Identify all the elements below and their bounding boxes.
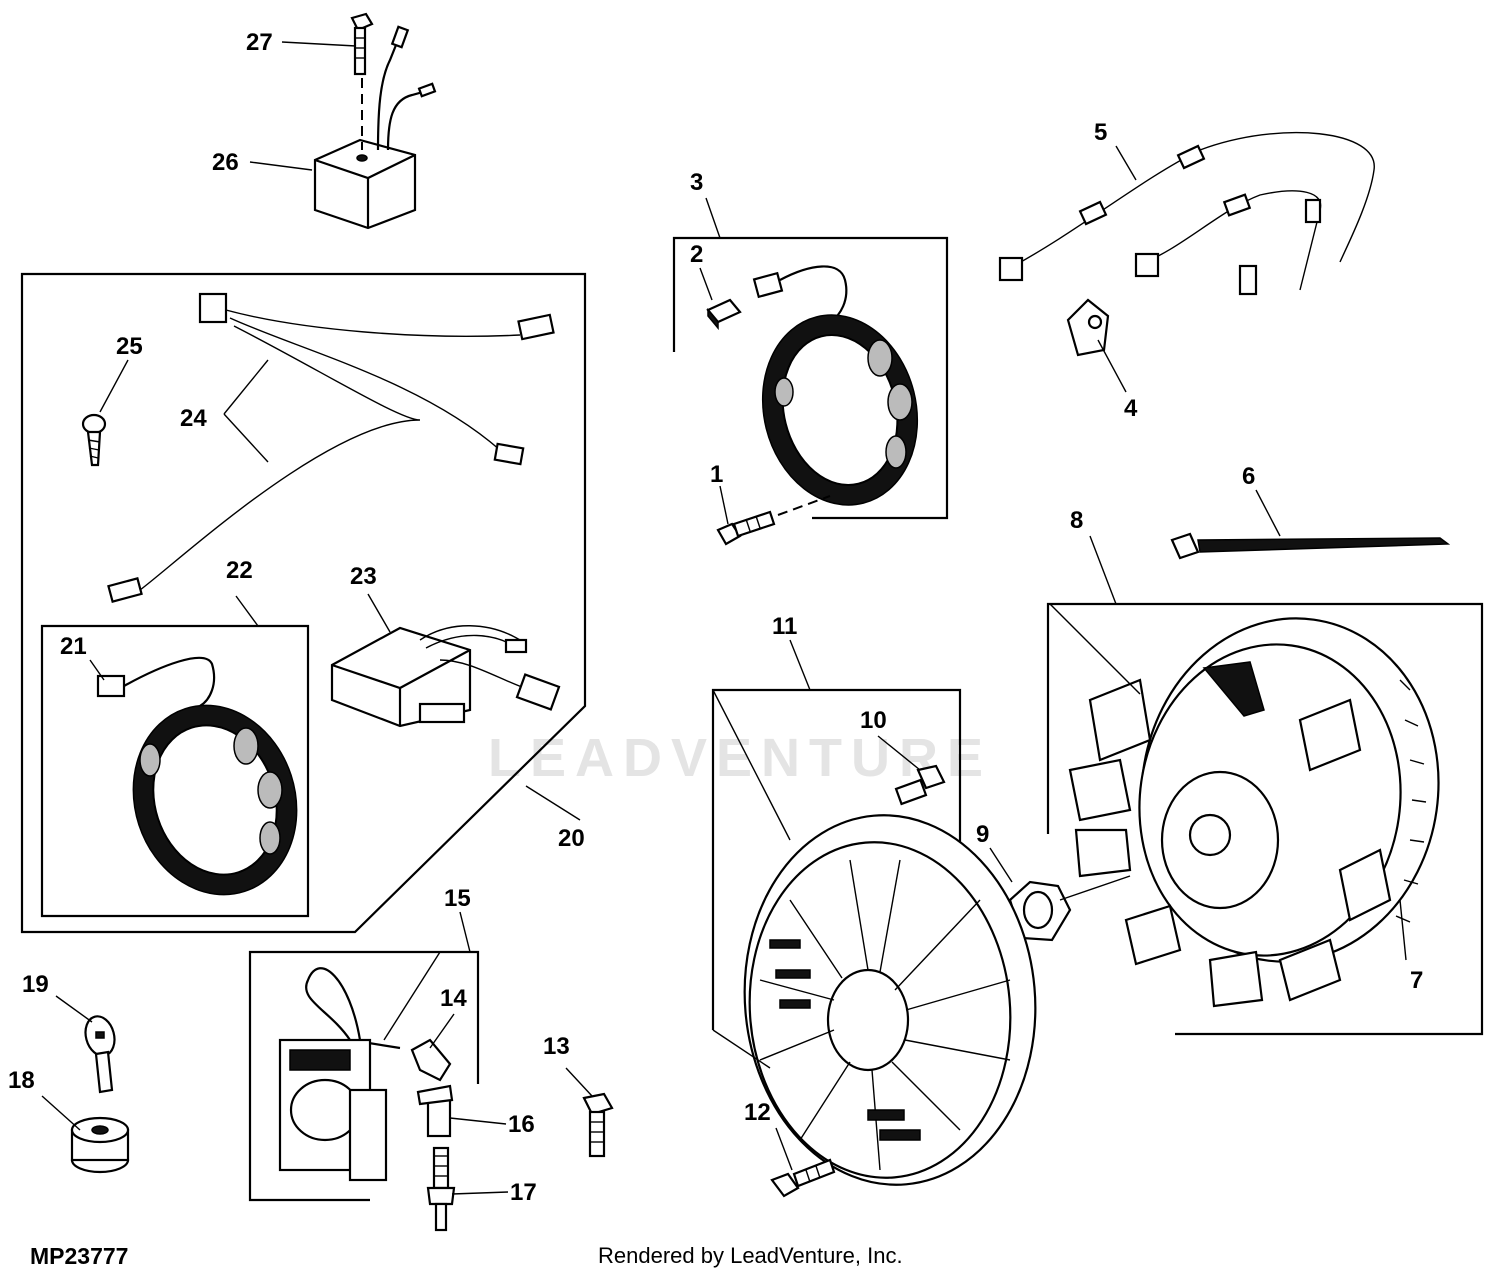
figure-code: MP23777 xyxy=(30,1243,129,1269)
boot-part-14[interactable] xyxy=(410,1038,452,1082)
callout-26: 26 xyxy=(212,149,239,176)
credit-text: Rendered by LeadVenture, Inc. xyxy=(598,1243,903,1268)
regulator-part-23[interactable] xyxy=(330,625,561,728)
flywheel-part-7[interactable] xyxy=(1068,599,1460,1008)
callout-19: 19 xyxy=(22,971,49,998)
callout-3: 3 xyxy=(690,169,703,196)
inner-box-22 xyxy=(40,624,310,918)
key-part-19[interactable] xyxy=(81,1013,118,1094)
bolt-part-10[interactable] xyxy=(894,764,946,806)
callout-17: 17 xyxy=(510,1179,537,1206)
callout-27: 27 xyxy=(246,29,273,56)
callout-21: 21 xyxy=(60,633,87,660)
rectifier-block-part-26[interactable] xyxy=(313,25,437,230)
callout-24: 24 xyxy=(180,405,207,432)
callout-4: 4 xyxy=(1124,395,1138,422)
callout-20: 20 xyxy=(558,825,585,852)
leader-lines xyxy=(41,41,1407,1195)
callout-9: 9 xyxy=(976,821,989,848)
key-holder-part-18[interactable] xyxy=(70,1116,130,1174)
screw-part-25[interactable] xyxy=(81,413,107,467)
box-outline-3 xyxy=(672,236,949,520)
callout-12: 12 xyxy=(744,1099,771,1126)
nut-part-9[interactable] xyxy=(1008,875,1131,942)
callout-10: 10 xyxy=(860,707,887,734)
bolt-part-12[interactable] xyxy=(770,1158,836,1198)
harness-part-5[interactable] xyxy=(998,131,1375,296)
bolt-part-1[interactable] xyxy=(716,495,831,546)
cable-tie-part-6[interactable] xyxy=(1170,532,1451,560)
box-outline-15 xyxy=(248,950,480,1202)
callout-14: 14 xyxy=(440,985,467,1012)
harness-part-24[interactable] xyxy=(107,292,555,603)
callout-2: 2 xyxy=(690,241,703,268)
box-outline-8 xyxy=(1046,602,1484,1036)
callout-18: 18 xyxy=(8,1067,35,1094)
bolt-part-13[interactable] xyxy=(582,1092,614,1158)
callout-15: 15 xyxy=(444,885,471,912)
ignition-module-part-15[interactable] xyxy=(278,967,401,1182)
callout-25: 25 xyxy=(116,333,143,360)
screw-part-27[interactable] xyxy=(350,12,374,150)
watermark: LEADVENTURE xyxy=(488,728,993,788)
callout-8: 8 xyxy=(1070,507,1083,534)
boot-part-16[interactable] xyxy=(416,1084,454,1138)
spark-plug-part-17[interactable] xyxy=(426,1146,456,1232)
callout-23: 23 xyxy=(350,563,377,590)
callout-22: 22 xyxy=(226,557,253,584)
callout-7: 7 xyxy=(1410,967,1423,994)
connector-part-2[interactable] xyxy=(706,298,742,331)
stator-part-3[interactable] xyxy=(743,265,937,521)
callout-13: 13 xyxy=(543,1033,570,1060)
fan-screen-part-11[interactable] xyxy=(729,803,1050,1197)
callout-labels: 1 2 3 4 5 6 7 8 9 10 11 12 13 14 15 16 1… xyxy=(8,29,1423,1206)
kit-outline-20 xyxy=(20,272,587,934)
callout-6: 6 xyxy=(1242,463,1255,490)
callout-16: 16 xyxy=(508,1111,535,1138)
callout-11: 11 xyxy=(772,613,797,640)
box-outline-11 xyxy=(711,688,962,1030)
callout-5: 5 xyxy=(1094,119,1107,146)
callout-1: 1 xyxy=(710,461,723,488)
stator-part-22[interactable] xyxy=(96,656,321,916)
